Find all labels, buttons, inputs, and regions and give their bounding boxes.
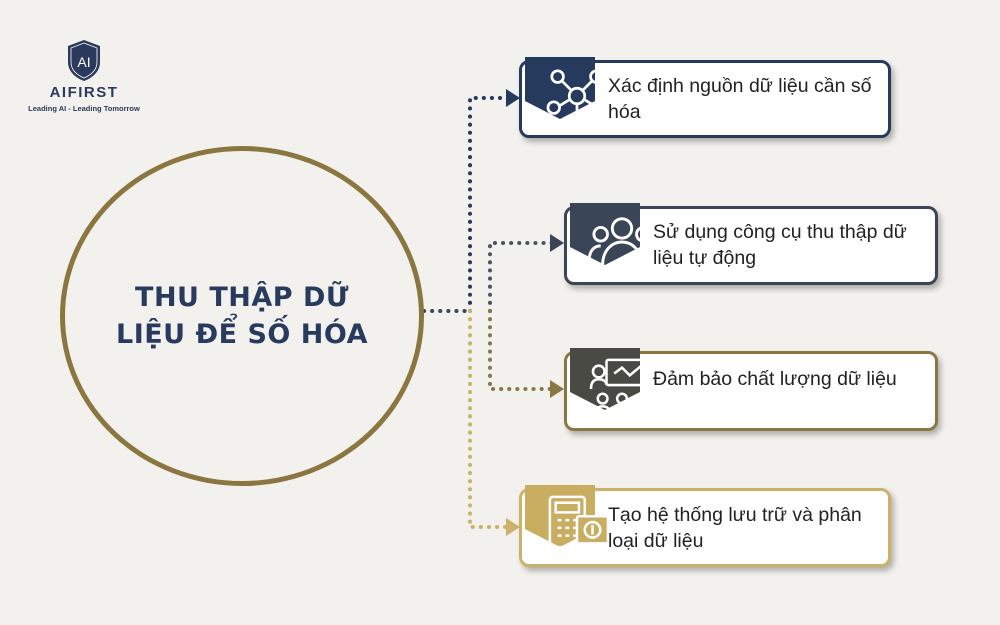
arrowhead-step-2 bbox=[550, 234, 564, 252]
step-2-text: Sử dụng công cụ thu thập dữ liệu tự động bbox=[653, 221, 907, 269]
step-1-badge bbox=[525, 57, 608, 127]
step-2-badge bbox=[570, 203, 657, 266]
central-topic-title: THU THẬP DỮ LIỆU ĐỂ SỐ HÓA bbox=[115, 282, 368, 350]
step-4-text: Tạo hệ thống lưu trữ và phân loại dữ liệ… bbox=[608, 504, 862, 552]
connector-step-3 bbox=[488, 309, 554, 391]
connector-step-2 bbox=[488, 241, 554, 313]
connector-step-1 bbox=[468, 96, 510, 313]
step-card-4: Tạo hệ thống lưu trữ và phân loại dữ liệ… bbox=[519, 485, 891, 567]
logo-name: AIFIRST bbox=[49, 84, 119, 101]
logo-mark-text: AI bbox=[77, 54, 90, 70]
arrowhead-step-4 bbox=[506, 518, 520, 536]
arrowhead-step-3 bbox=[550, 380, 564, 398]
step-3-badge bbox=[570, 348, 651, 417]
central-topic-circle: THU THẬP DỮ LIỆU ĐỂ SỐ HÓA bbox=[60, 146, 424, 486]
step-card-2: Sử dụng công cụ thu thập dữ liệu tự động bbox=[564, 203, 938, 285]
calculator-money-icon bbox=[548, 495, 610, 549]
connector-step-4 bbox=[468, 309, 510, 529]
meeting-icon bbox=[589, 358, 651, 417]
step-3-text: Đảm bảo chất lượng dữ liệu bbox=[653, 368, 897, 390]
network-people-icon bbox=[546, 69, 608, 127]
step-1-text: Xác định nguồn dữ liệu cần số hóa bbox=[608, 75, 872, 123]
step-card-1: Xác định nguồn dữ liệu cần số hóa bbox=[519, 57, 891, 138]
aifirst-logo: AI AIFIRST Leading AI - Leading Tomorrow bbox=[24, 38, 144, 114]
group-icon bbox=[587, 217, 657, 266]
step-4-badge bbox=[525, 485, 610, 549]
shield-logo-icon: AI bbox=[68, 40, 100, 81]
arrowhead-step-1 bbox=[506, 89, 520, 107]
step-card-3: Đảm bảo chất lượng dữ liệu bbox=[564, 348, 938, 431]
logo-tagline: Leading AI - Leading Tomorrow bbox=[28, 104, 140, 113]
